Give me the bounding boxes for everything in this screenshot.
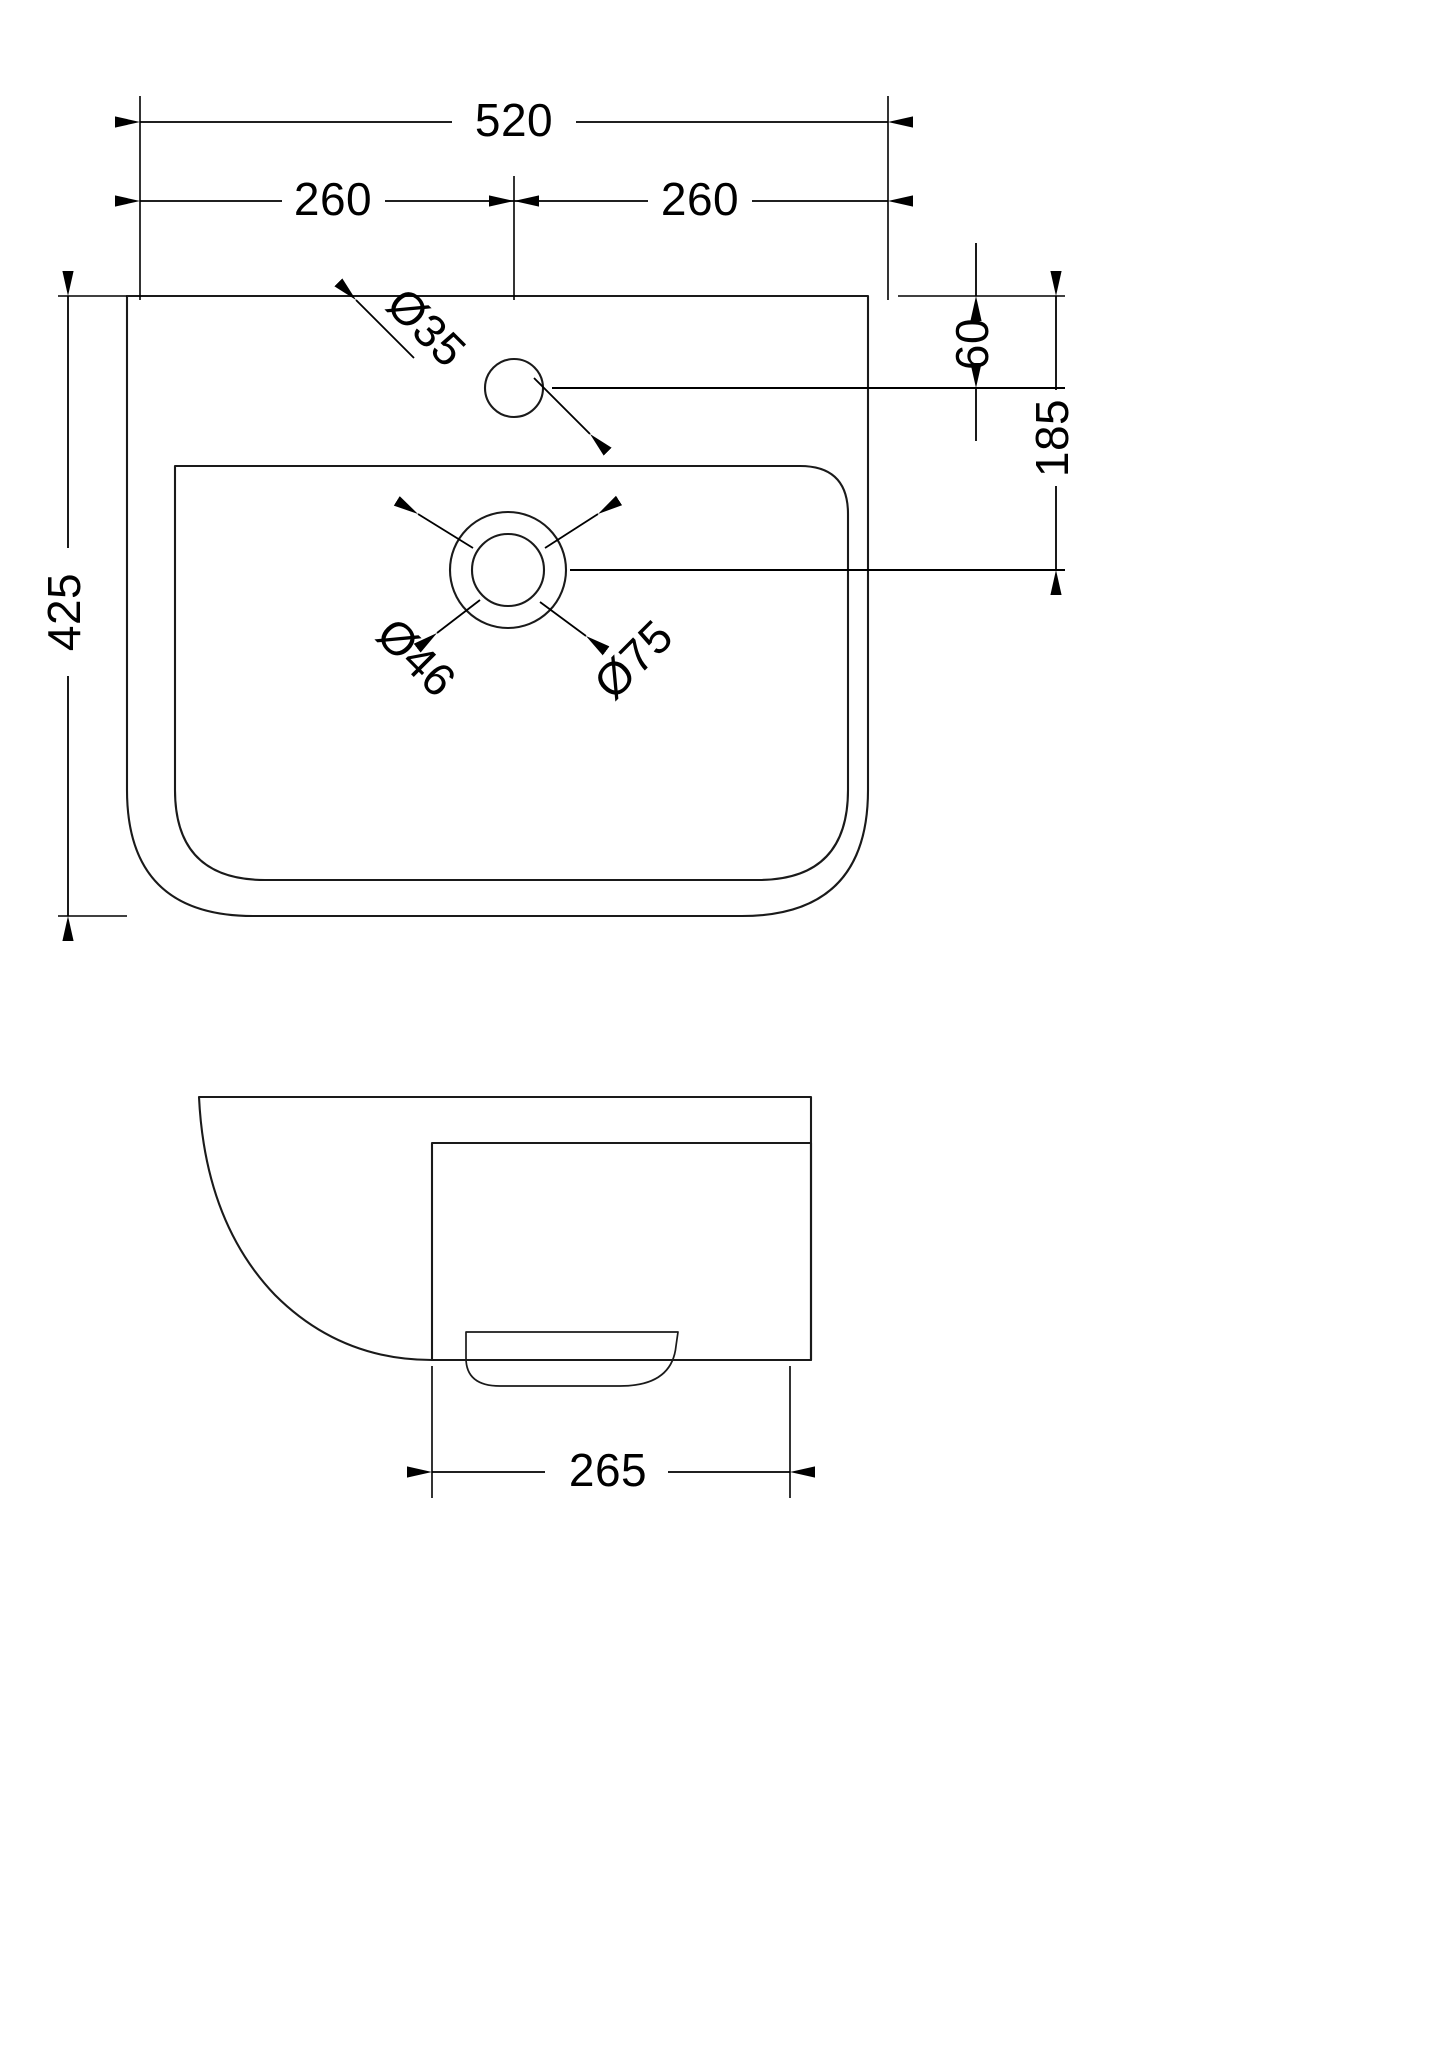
dim-line-dia75-upper <box>544 495 623 549</box>
waste-inner-circle <box>470 532 546 608</box>
dimension-half-widths-260: 260 260 <box>115 173 913 300</box>
dimension-label-dia-75: Ø75 <box>584 610 683 709</box>
elevation-outer-profile <box>197 1095 813 1362</box>
dim-line-dia75-lower <box>539 601 610 656</box>
diameter-callout-75: Ø75 <box>539 495 683 709</box>
diameter-callout-35: Ø35 <box>334 278 612 456</box>
dimension-label-60: 60 <box>946 318 998 370</box>
elevation-bowl-rect <box>430 1141 813 1362</box>
dimension-label-520: 520 <box>475 94 553 146</box>
dimension-projection-265: 265 <box>407 1366 815 1498</box>
dimension-label-dia-35: Ø35 <box>377 278 476 377</box>
plan-view-group <box>125 294 870 918</box>
side-elevation-group <box>197 1095 813 1387</box>
dimension-label-265: 265 <box>569 1444 647 1496</box>
diameter-callout-46: Ø46 <box>367 496 481 707</box>
dimension-tap-offset-60: 60 <box>552 243 1065 441</box>
dimension-overall-depth-425: 425 <box>38 271 127 941</box>
basin-bowl-outline <box>173 464 850 882</box>
dim-line-dia35-lower <box>533 377 612 456</box>
dimension-label-260-right: 260 <box>661 173 739 225</box>
dimension-overall-width-520: 520 <box>115 94 913 300</box>
tap-hole-circle <box>483 357 545 419</box>
dimension-waste-offset-185: 185 <box>570 271 1078 595</box>
dim-line-dia35-upper <box>334 278 415 359</box>
waste-outer-circle <box>448 510 568 630</box>
dimension-label-185: 185 <box>1026 399 1078 477</box>
dimension-label-260-left: 260 <box>294 173 372 225</box>
dimension-label-425: 425 <box>38 573 90 651</box>
elevation-waste-bulge <box>465 1331 679 1387</box>
dim-line-dia46-upper <box>393 496 474 549</box>
dim-line-dia46-lower <box>413 599 481 653</box>
basin-outer-outline <box>125 294 870 918</box>
